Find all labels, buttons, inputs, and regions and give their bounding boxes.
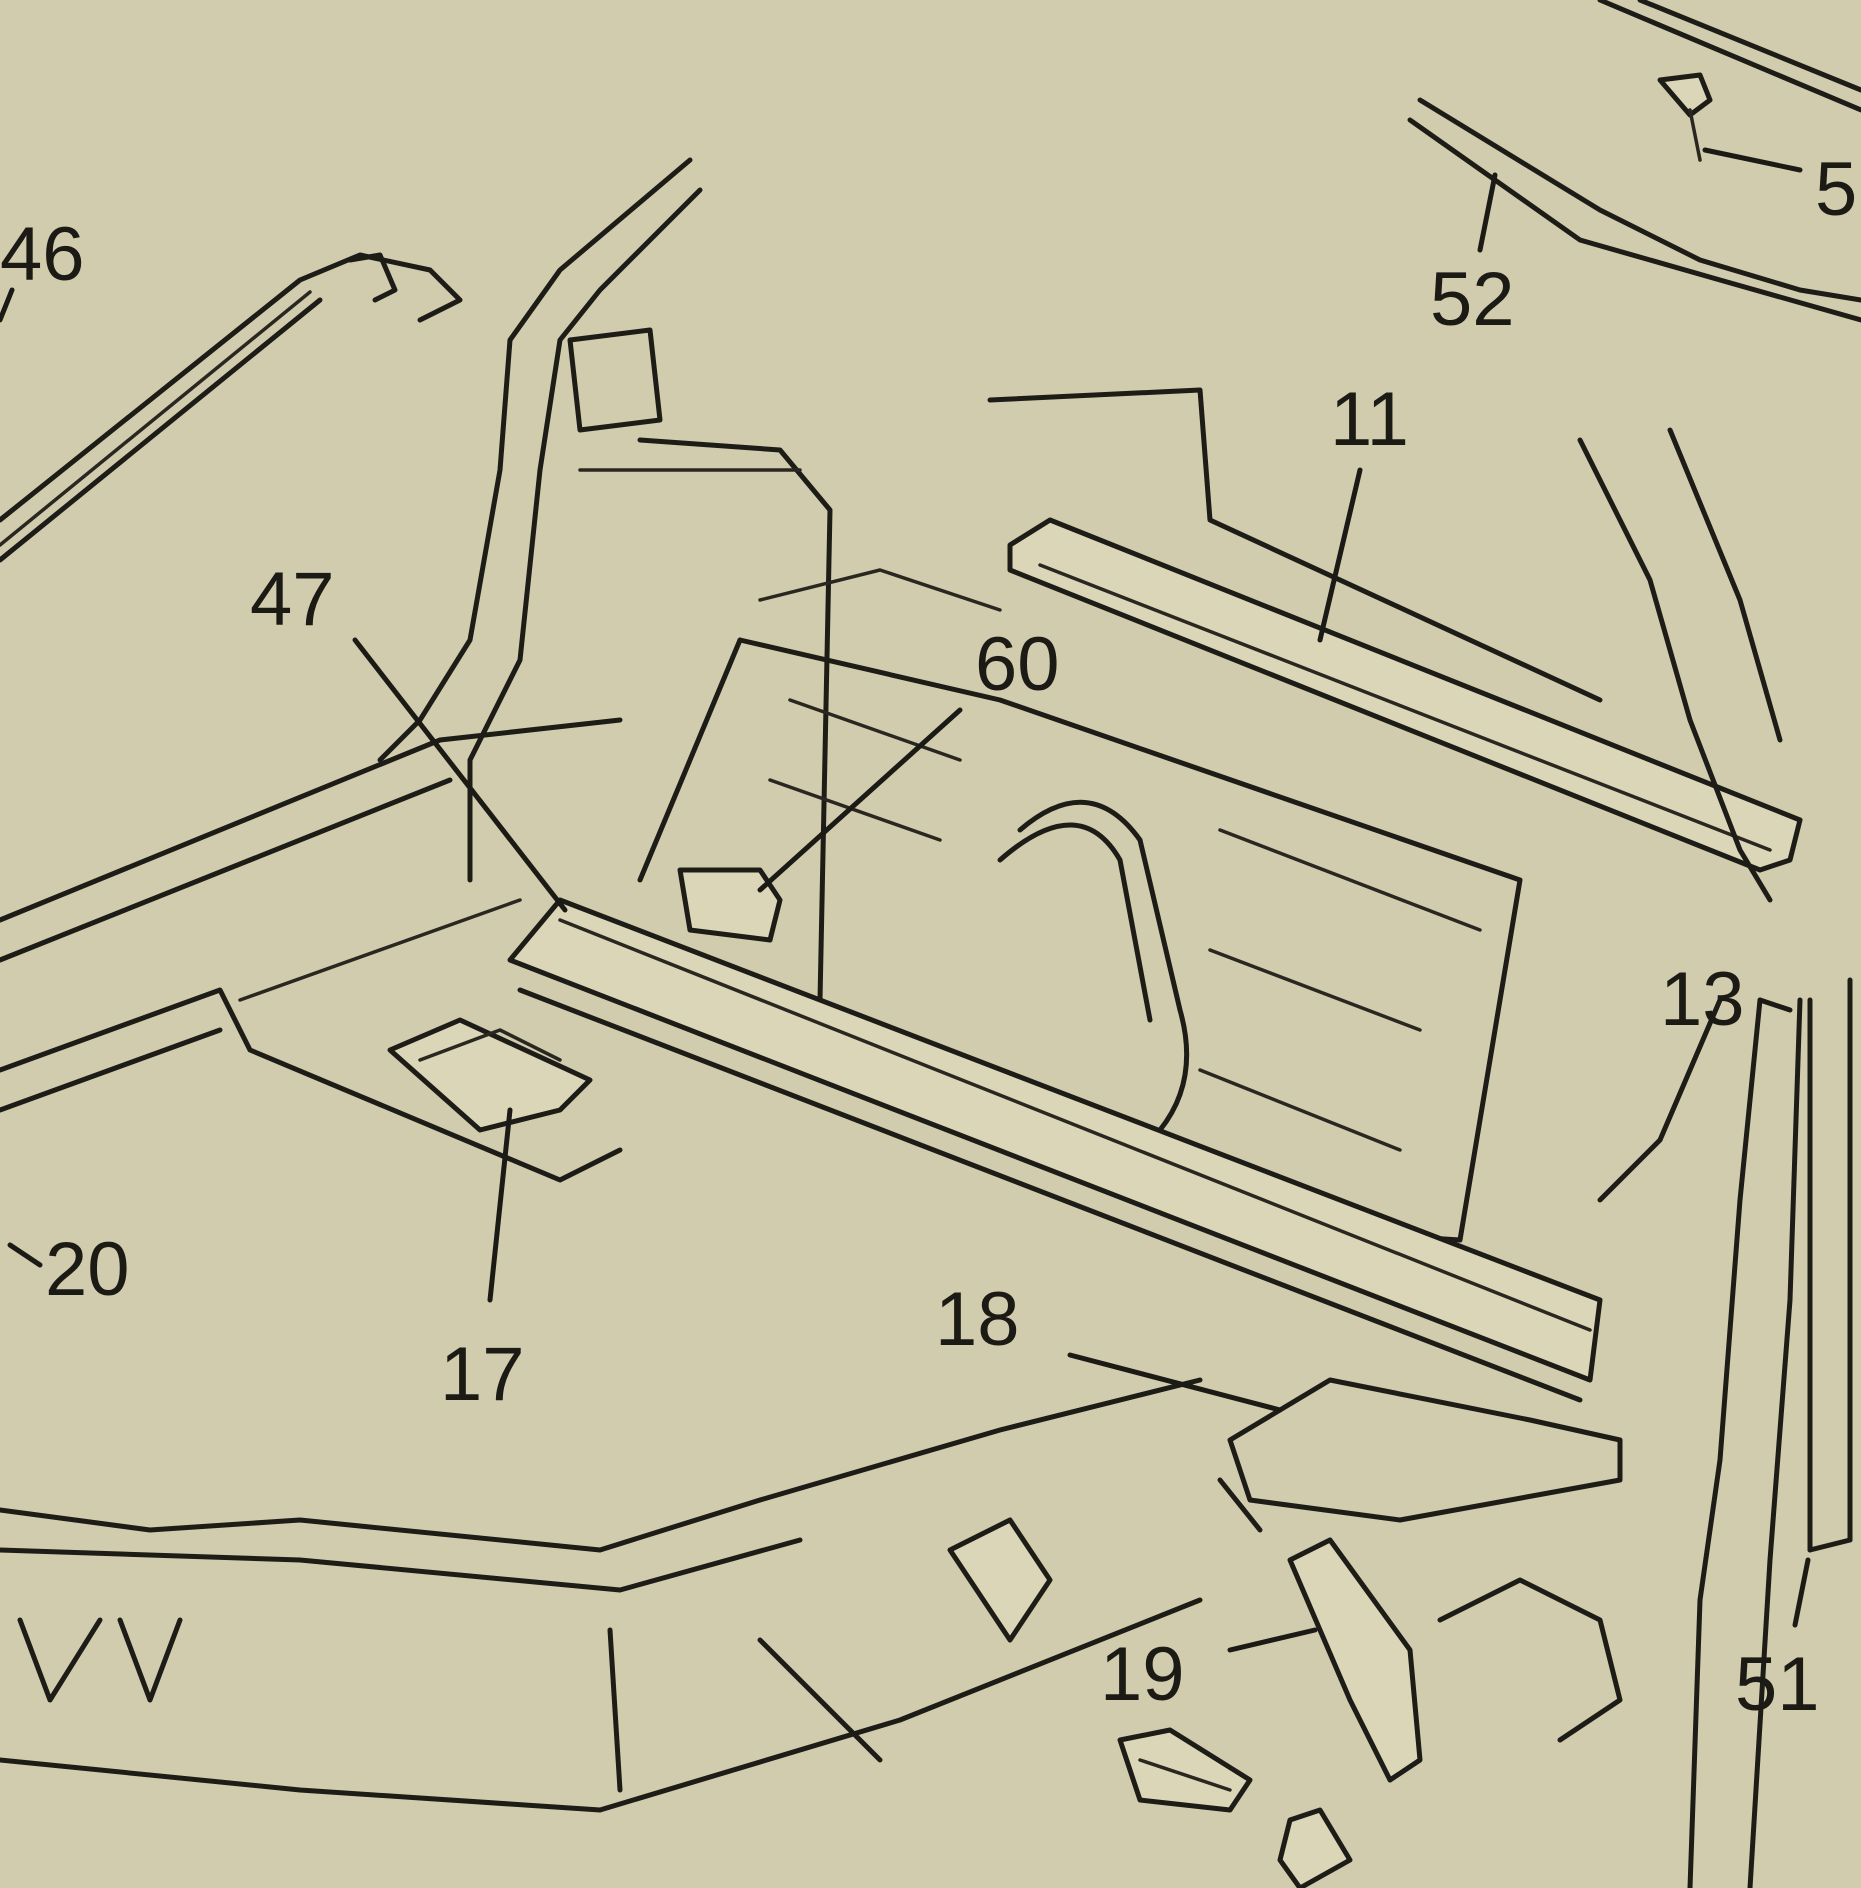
leader-17 (487, 1107, 513, 1303)
leader-11 (1317, 467, 1363, 643)
leader-52 (1477, 172, 1498, 253)
leader-46 (0, 287, 15, 323)
callout-60: 60 (975, 622, 1060, 707)
callout-51: 51 (1735, 1642, 1820, 1727)
leader-47 (352, 637, 568, 913)
part-60-block (677, 867, 783, 943)
part-11-rear-shelf (987, 387, 1803, 873)
leader-51 (1792, 1557, 1811, 1628)
leader-19 (1227, 1627, 1318, 1653)
callout-labels: 46 52 5 11 47 60 13 20 17 18 19 51 (0, 147, 1857, 1727)
callout-52: 52 (1430, 257, 1515, 342)
leader-lines (0, 147, 1811, 1653)
part-18-sill-bar (507, 897, 1603, 1403)
callout-47: 47 (250, 557, 335, 642)
leader-18 (1067, 1352, 1283, 1413)
callout-18: 18 (935, 1277, 1020, 1362)
callout-19: 19 (1100, 1632, 1185, 1717)
part-17-clip (387, 1017, 593, 1133)
rail-46 (0, 252, 463, 563)
callout-13: 13 (1660, 957, 1745, 1042)
leader-13 (1757, 997, 1793, 1013)
left-floor-rails (0, 717, 623, 1183)
callout-46: 46 (0, 212, 85, 297)
right-pillar (1577, 427, 1853, 1888)
callout-11: 11 (1330, 377, 1409, 462)
leader-5 (1702, 147, 1803, 173)
callout-5: 5 (1815, 147, 1857, 232)
leader-20 (7, 1242, 43, 1268)
callout-17: 17 (440, 1332, 525, 1417)
part-19-bracket (1117, 1537, 1423, 1888)
leader-60 (757, 707, 963, 893)
lower-body (0, 1377, 1623, 1813)
callout-20: 20 (45, 1227, 130, 1312)
